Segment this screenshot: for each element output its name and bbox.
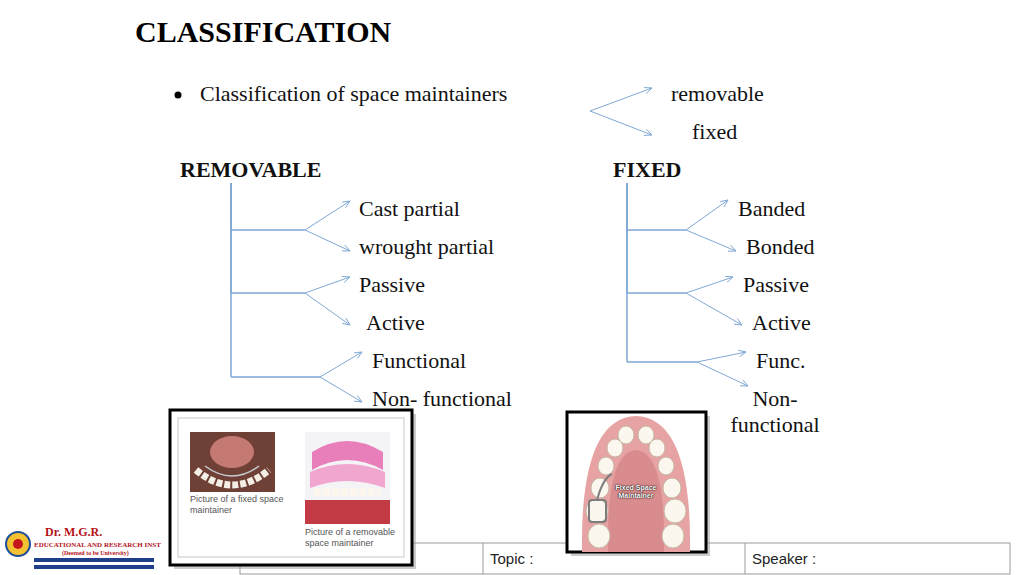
branch-arrow [627, 183, 728, 230]
photo-removable [305, 432, 390, 524]
tooth [662, 524, 684, 548]
branch-item: wrought partial [350, 234, 494, 260]
node-text: Func. [756, 348, 806, 374]
branch-arrow [231, 183, 350, 251]
node-text: Functional [372, 348, 466, 374]
slide-title: CLASSIFICATION [135, 14, 391, 50]
text-label: Topic : [490, 550, 533, 568]
category-heading: REMOVABLE [180, 157, 321, 183]
tooth [586, 499, 608, 523]
category-heading: FIXED [613, 157, 681, 183]
photo-teeth [314, 488, 381, 496]
branch-item: Bonded [736, 234, 814, 260]
node-text: REMOVABLE [180, 157, 321, 183]
photo-tongue [210, 436, 254, 468]
node-text: Non- functional [712, 386, 838, 438]
node-text: Passive [359, 272, 425, 298]
node-text: FIXED [613, 157, 681, 183]
tooth [649, 439, 665, 457]
logo-band [34, 565, 154, 569]
logo-emblem-center [13, 539, 23, 549]
photo-fixed [190, 432, 275, 492]
node-text: removable [671, 81, 764, 107]
branch-arrow [590, 111, 652, 135]
photo-model-base [305, 500, 390, 524]
branch-item: Classification of space maintainers [200, 81, 590, 121]
branch-item: Non- functional [362, 386, 512, 412]
maintainer-band [589, 500, 606, 522]
node-text: Bonded [746, 234, 814, 260]
picture-frame [170, 410, 412, 565]
branch-arrow [231, 183, 350, 230]
branch-item: Active [742, 310, 811, 336]
node-text: Non- functional [372, 386, 512, 412]
photo-wire [205, 466, 259, 476]
branch-item: Passive [350, 272, 425, 298]
branch-item: Banded [728, 196, 805, 222]
photo-teeth [196, 470, 269, 485]
branch-item: removable [652, 81, 764, 107]
branch-item: Func. [746, 348, 806, 374]
branch-arrow [627, 183, 742, 325]
branch-item: Cast partial [350, 196, 460, 222]
branch-arrow [627, 183, 746, 362]
branch-arrow [627, 183, 736, 251]
node-text: Classification of space maintainers [200, 81, 590, 107]
node-text: Banded [738, 196, 805, 222]
branch-item: Active [350, 310, 425, 336]
picture-inner-border [178, 418, 404, 557]
logo-emblem [6, 532, 30, 556]
text-label: Dr. M.G.R. [45, 525, 102, 539]
tooth [618, 426, 634, 444]
tooth [663, 478, 681, 498]
text-label: Picture of a fixed space maintainer [190, 494, 285, 516]
node-text: wrought partial [359, 234, 494, 260]
logo-band [34, 558, 154, 562]
tooth [664, 499, 686, 523]
branch-arrow [231, 183, 350, 325]
branch-arrow [231, 183, 362, 377]
gum-arch [582, 416, 690, 552]
branch-item: Non- functional [712, 386, 838, 438]
text-label: (Deemed to be University) [62, 550, 129, 557]
tooth [598, 457, 614, 475]
maintainer-loop [597, 474, 612, 500]
node-text: Passive [743, 272, 809, 298]
node-text: Active [752, 310, 811, 336]
text-label: EDUCATIONAL AND RESEARCH INST [34, 541, 161, 549]
branch-item: Functional [362, 348, 466, 374]
branch-arrow [231, 183, 362, 402]
tooth [588, 524, 610, 548]
palate [608, 450, 664, 552]
branch-arrow [627, 183, 748, 386]
node-text: fixed [692, 119, 737, 145]
photo-acrylic-plate [310, 464, 385, 488]
branch-arrow [231, 183, 350, 293]
teeth-row [586, 426, 686, 548]
node-text: Cast partial [359, 196, 460, 222]
text-label: Picture of a removable space maintainer [305, 527, 405, 549]
tooth [658, 457, 674, 475]
branch-item: fixed [652, 119, 737, 145]
picture-frame [567, 412, 706, 552]
text-label: Fixed Space Maintainer [615, 484, 657, 500]
branch-arrow [590, 88, 652, 112]
node-text: Active [366, 310, 425, 336]
branch-arrow [627, 183, 733, 293]
branch-item: Passive [733, 272, 809, 298]
text-label: Speaker : [752, 550, 816, 568]
footer-divider [483, 543, 484, 574]
bullet-dot [175, 92, 182, 99]
footer-divider [745, 543, 746, 574]
